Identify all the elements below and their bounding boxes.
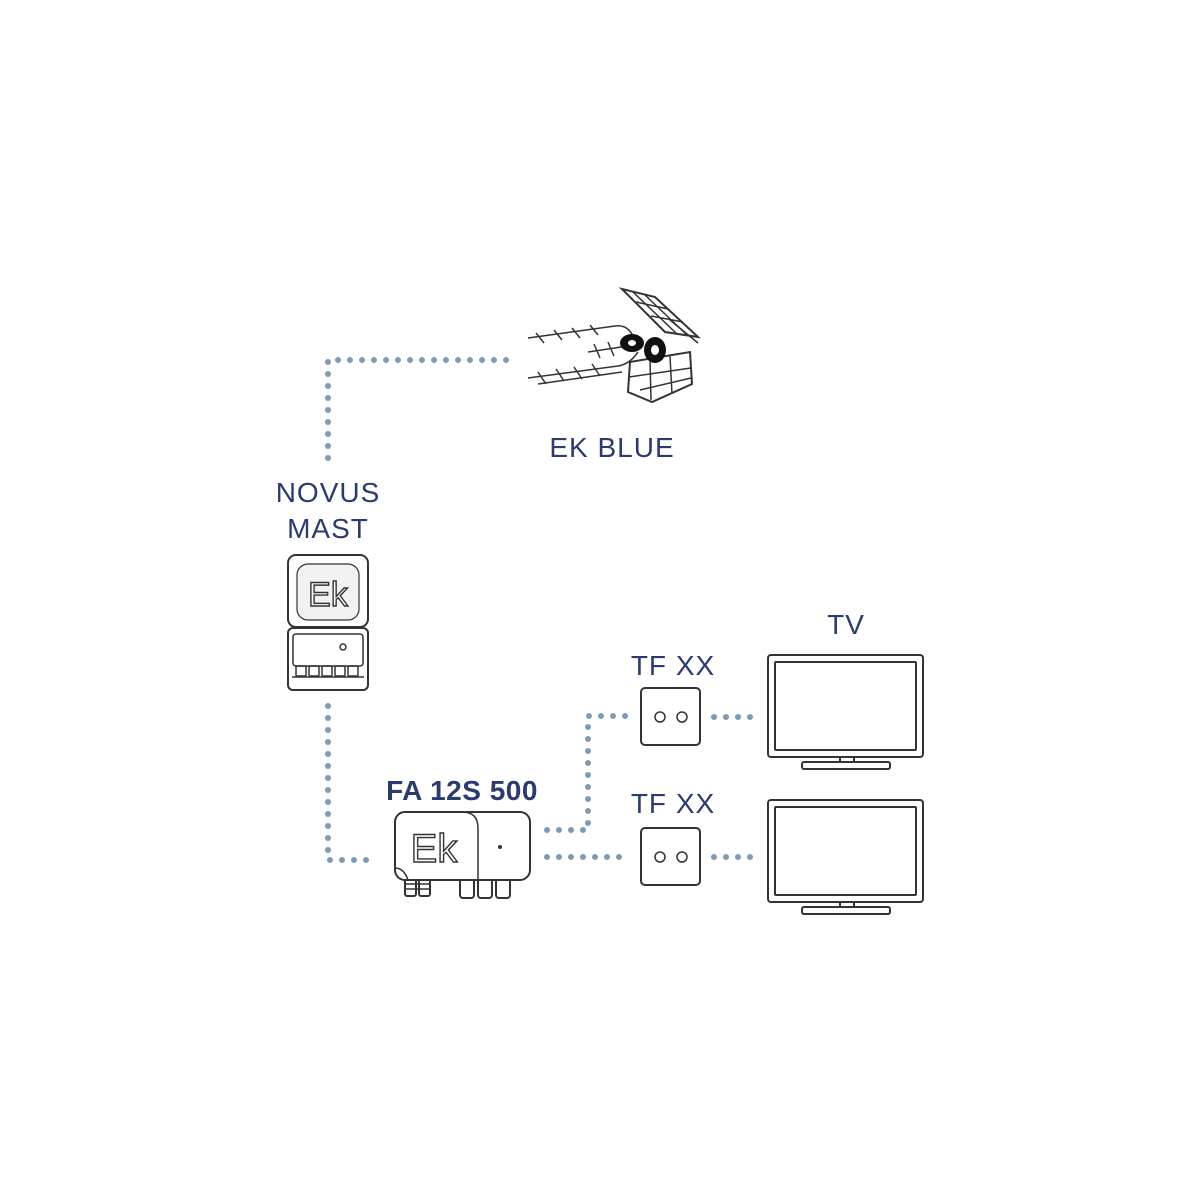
socket-2-label: TF XX bbox=[631, 788, 715, 819]
mast-amp-label-line-2: MAST bbox=[287, 513, 369, 544]
mast-amplifier-icon: Ek bbox=[287, 554, 369, 691]
tv-label: TV bbox=[827, 609, 865, 640]
main-amp-label: FA 12S 500 bbox=[386, 775, 538, 806]
cable-antenna-to-mast-amp bbox=[325, 357, 513, 461]
antenna-icon bbox=[527, 287, 702, 404]
cable-main-amp-to-socket-1 bbox=[544, 713, 633, 833]
mast-amp-logo: Ek bbox=[308, 576, 349, 614]
main-amp-logo: Ek bbox=[411, 827, 459, 871]
antenna-label: EK BLUE bbox=[549, 432, 674, 463]
cable-mast-amp-to-main-amp bbox=[325, 703, 381, 863]
wall-socket-icon bbox=[640, 687, 701, 746]
tv-icon bbox=[767, 654, 924, 770]
amplifier-output-connectors bbox=[459, 875, 511, 899]
tv-icon bbox=[767, 799, 924, 915]
wall-socket-icon bbox=[640, 827, 701, 886]
amplifier-icon: Ek bbox=[394, 811, 531, 899]
mast-amp-label-line-1: NOVUS bbox=[276, 477, 381, 508]
socket-1-label: TF XX bbox=[631, 650, 715, 681]
